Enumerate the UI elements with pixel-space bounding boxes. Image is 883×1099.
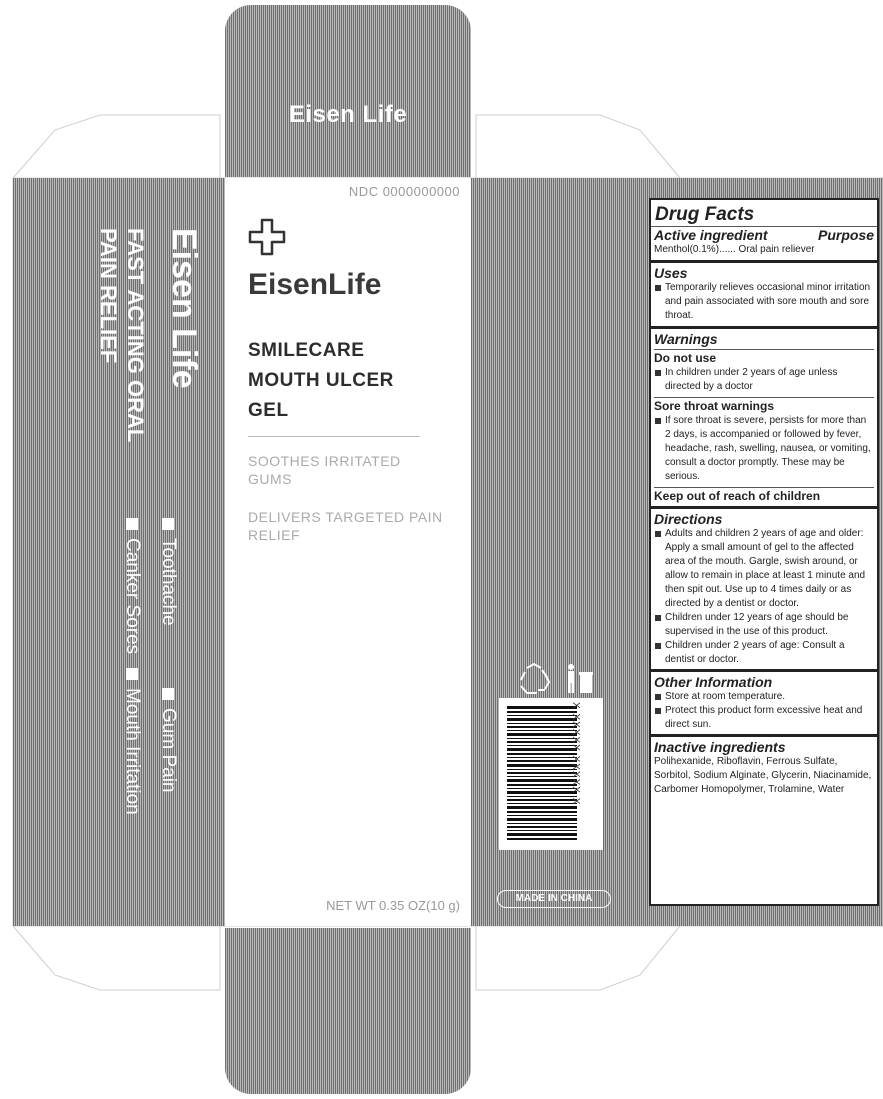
square-bullet-icon — [162, 518, 175, 530]
bottom-flap — [225, 928, 471, 1094]
side-bullet-label: Mouth Irritation — [122, 688, 143, 815]
square-bullet-icon — [126, 668, 139, 680]
side-tagline-2: PAIN RELIEF — [96, 228, 121, 364]
warnings-heading: Warnings — [654, 331, 718, 347]
side-brand: Eisen Life — [165, 228, 203, 389]
square-bullet-icon — [126, 518, 139, 530]
product-name-line: MOUTH ULCER — [248, 370, 394, 391]
drug-facts-box: Drug Facts Active ingredient Purpose Men… — [649, 198, 879, 906]
product-name: SMILECARE MOUTH ULCER GEL — [248, 336, 458, 426]
side-bullet-label: Gum Pain — [158, 708, 179, 793]
front-panel: NDC 0000000000 EisenLife SMILECARE MOUTH… — [226, 178, 470, 926]
barcode: X XXXXX XXXXX X — [499, 698, 603, 850]
claim-delivers: DELIVERS TARGETED PAIN RELIEF — [248, 509, 443, 543]
directions-section: Directions Adults and children 2 years o… — [651, 506, 877, 669]
keep-out-of-reach: Keep out of reach of children — [654, 489, 821, 503]
purpose-heading: Purpose — [817, 227, 874, 243]
do-not-use-heading: Do not use — [654, 351, 716, 365]
side-bullet-canker-sores: Canker Sores — [121, 518, 143, 654]
top-flap: Eisen Life — [225, 5, 471, 177]
inactive-ingredients-heading: Inactive ingredients — [654, 739, 786, 755]
other-information-item: Store at room temperature. — [654, 690, 874, 704]
do-not-use-item: In children under 2 years of age unless … — [654, 366, 874, 394]
front-brand-logo: EisenLife — [248, 268, 382, 301]
active-ingredient-line: Menthol(0.1%)...... Oral pain reliever — [654, 244, 815, 255]
uses-section: Uses Temporarily relieves occasional min… — [651, 260, 877, 326]
uses-item: Temporarily relieves occasional minor ir… — [654, 281, 874, 323]
net-weight: NET WT 0.35 OZ(10 g) — [326, 898, 460, 913]
drug-facts-title: Drug Facts — [655, 204, 755, 225]
product-name-line: GEL — [248, 400, 289, 421]
barcode-number: X XXXXX XXXXX X — [570, 702, 581, 806]
side-bullet-mouth-irritation: Mouth Irritation — [121, 668, 143, 815]
back-panel: X XXXXX XXXXX X MADE IN CHINA — [471, 178, 641, 926]
directions-item: Children under 2 years of age: Consult a… — [654, 639, 874, 667]
inactive-ingredients-list: Polihexanide, Riboflavin, Ferrous Sulfat… — [654, 756, 872, 795]
other-information-section: Other Information Store at room temperat… — [651, 669, 877, 734]
side-bullet-label: Canker Sores — [122, 538, 143, 655]
uses-heading: Uses — [654, 265, 688, 281]
side-tagline-1: FAST ACTING ORAL — [123, 228, 148, 443]
side-panel: Eisen Life FAST ACTING ORAL PAIN RELIEF … — [13, 178, 225, 926]
inactive-ingredients-section: Inactive ingredients Polihexanide, Ribof… — [651, 734, 877, 797]
directions-item: Adults and children 2 years of age and o… — [654, 527, 874, 611]
drug-facts-panel: Drug Facts Active ingredient Purpose Men… — [641, 178, 883, 926]
square-bullet-icon — [162, 688, 175, 700]
barcode-bars — [507, 706, 577, 840]
made-in-badge: MADE IN CHINA — [497, 890, 611, 908]
front-divider — [248, 436, 420, 437]
sore-throat-item: If sore throat is severe, persists for m… — [654, 414, 874, 484]
active-ingredient-section: Active ingredient Purpose Menthol(0.1%).… — [651, 226, 877, 260]
medical-cross-icon — [248, 218, 286, 256]
tidyman-bin-icon — [568, 664, 593, 693]
active-ingredient-heading: Active ingredient — [654, 227, 768, 243]
claim-soothes: SOOTHES IRRITATED GUMS — [248, 453, 401, 487]
directions-heading: Directions — [654, 511, 723, 527]
sore-throat-heading: Sore throat warnings — [654, 399, 775, 413]
other-information-heading: Other Information — [654, 674, 773, 690]
other-information-item: Protect this product form excessive heat… — [654, 704, 874, 732]
product-name-line: SMILECARE — [248, 340, 365, 361]
directions-item: Children under 12 years of age should be… — [654, 611, 874, 639]
side-bullet-label: Toothache — [158, 538, 179, 626]
warnings-section: Warnings Do not use In children under 2 … — [651, 326, 877, 506]
recycle-icon — [520, 662, 551, 694]
ndc-number: NDC 0000000000 — [348, 184, 460, 199]
top-flap-brand: Eisen Life — [288, 101, 408, 128]
side-bullet-toothache: Toothache — [157, 518, 179, 626]
side-bullet-gum-pain: Gum Pain — [157, 688, 179, 792]
